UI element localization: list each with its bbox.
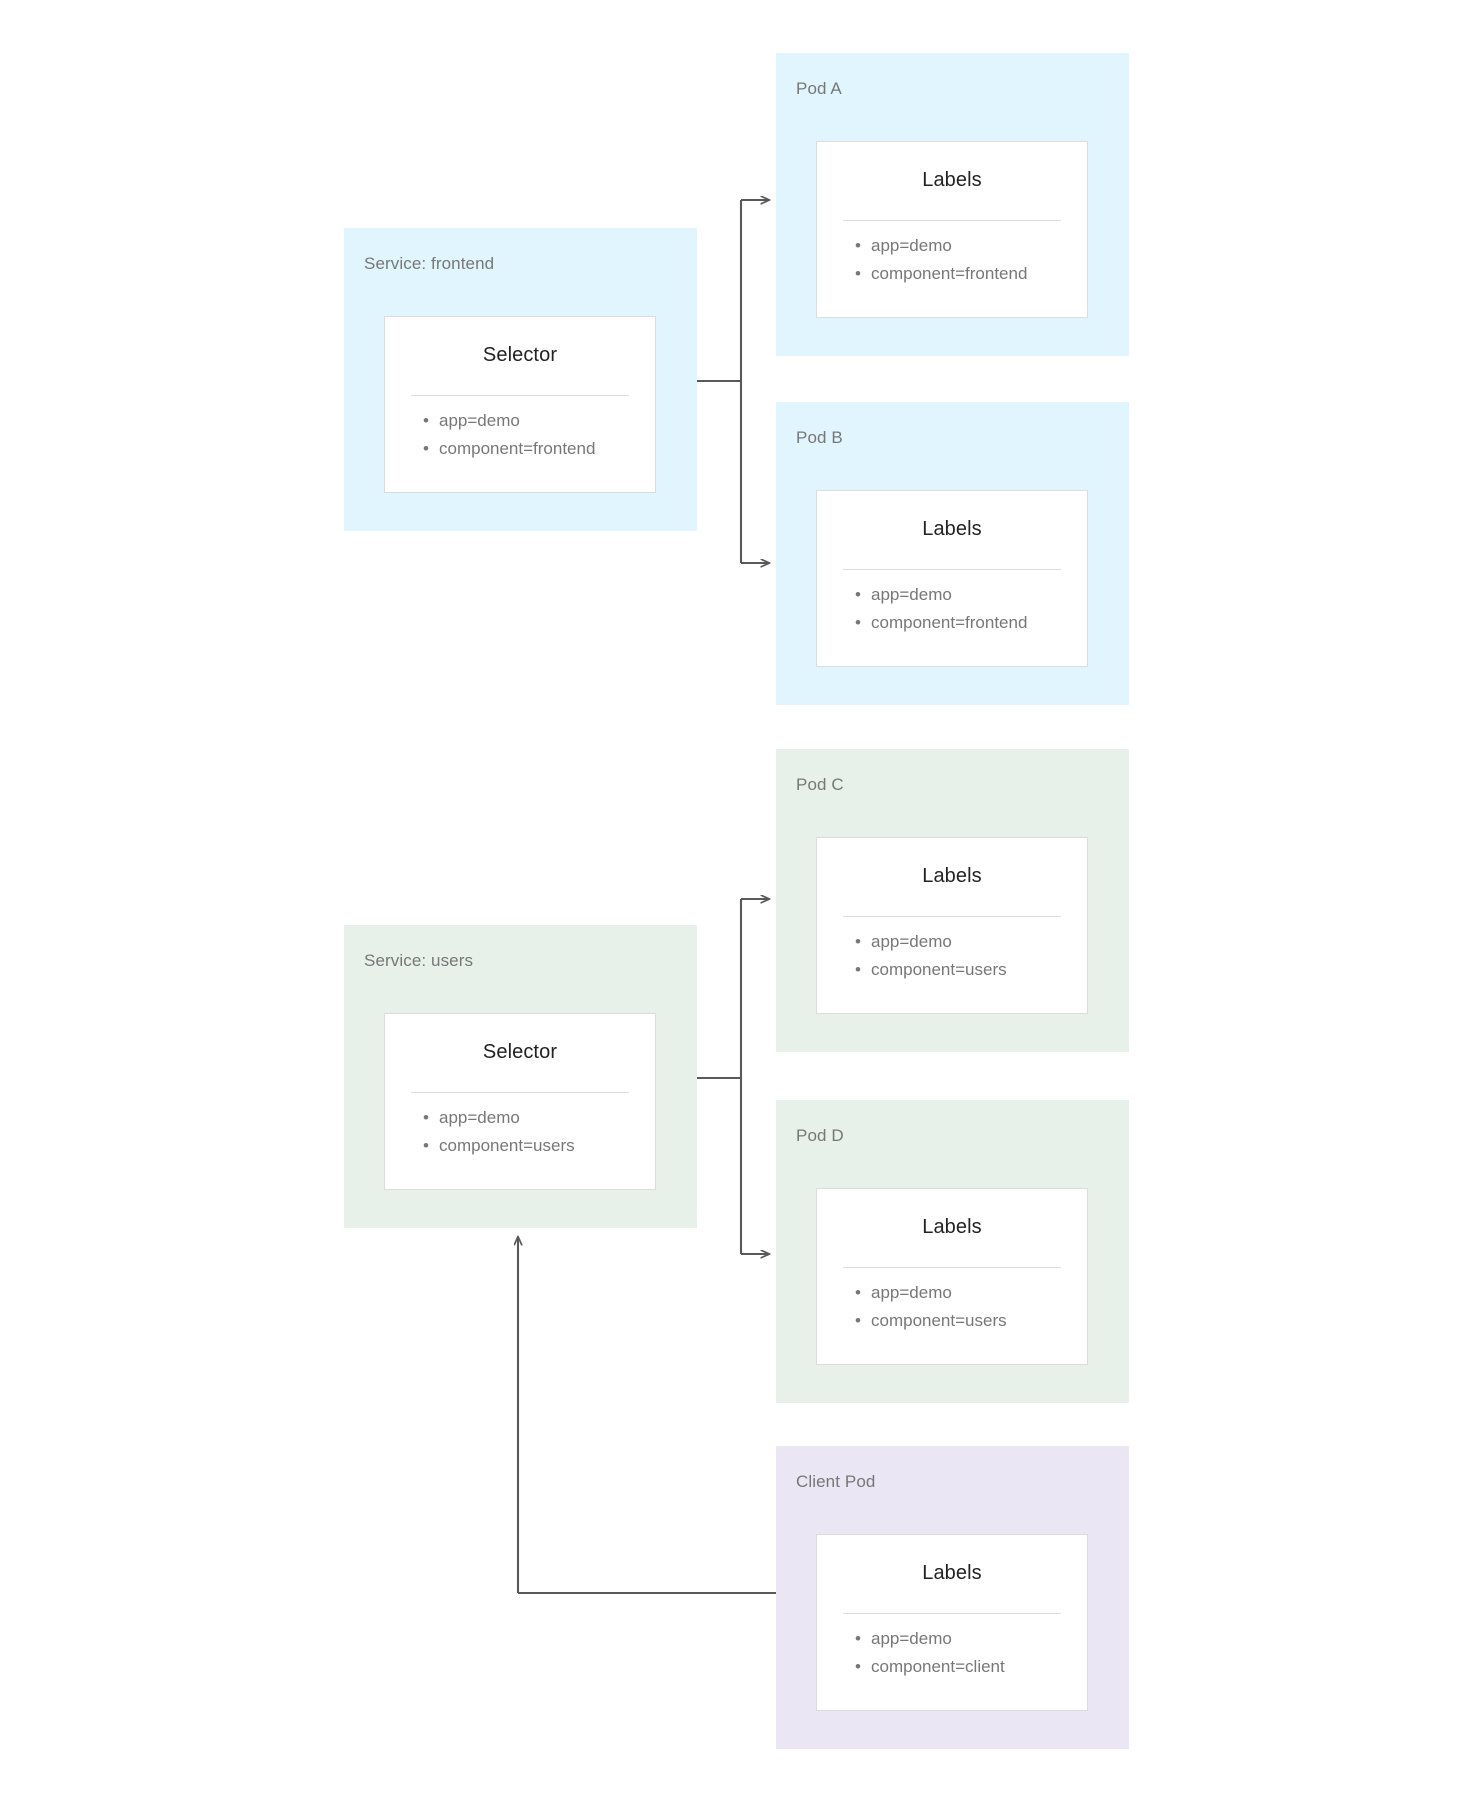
pod-a-title: Pod A [796,79,842,98]
service-users-card-title: Selector [482,1041,558,1063]
service-frontend-selector-list: app=demo component=frontend [385,407,655,463]
pod-b-group: Pod B Labels app=demo component=frontend [776,402,1129,705]
list-item: component=frontend [423,435,655,463]
connector-frontend-to-pods [697,200,769,563]
list-item: app=demo [855,581,1087,609]
list-item: component=frontend [855,609,1087,637]
list-item: component=users [855,1307,1087,1335]
client-pod-card-title: Labels [922,1562,982,1584]
list-item: app=demo [855,1279,1087,1307]
client-pod-labels-card: Labels app=demo component=client [816,1534,1088,1711]
list-item: component=users [855,956,1087,984]
connector-users-to-pods [697,899,769,1254]
connector-client-to-users-service [518,1237,776,1595]
service-frontend-group: Service: frontend Selector app=demo comp… [344,228,697,531]
list-item: app=demo [423,407,655,435]
client-pod-card-divider [843,1613,1061,1614]
pod-c-labels-card: Labels app=demo component=users [816,837,1088,1014]
service-frontend-card-divider [411,395,629,396]
client-pod-title: Client Pod [796,1472,876,1491]
list-item: app=demo [423,1104,655,1132]
pod-c-label-list: app=demo component=users [817,928,1087,984]
list-item: component=frontend [855,260,1087,288]
pod-a-card-divider [843,220,1061,221]
pod-a-card-title: Labels [922,169,982,191]
service-frontend-card-title: Selector [482,344,558,366]
pod-b-labels-card: Labels app=demo component=frontend [816,490,1088,667]
pod-c-title: Pod C [796,775,844,794]
list-item: app=demo [855,1625,1087,1653]
pod-a-label-list: app=demo component=frontend [817,232,1087,288]
pod-d-labels-card: Labels app=demo component=users [816,1188,1088,1365]
pod-d-title: Pod D [796,1126,844,1145]
pod-a-group: Pod A Labels app=demo component=frontend [776,53,1129,356]
service-frontend-title: Service: frontend [364,254,495,273]
service-users-card-divider [411,1092,629,1093]
pod-c-group: Pod C Labels app=demo component=users [776,749,1129,1052]
list-item: app=demo [855,232,1087,260]
pod-b-card-title: Labels [922,518,982,540]
pod-d-label-list: app=demo component=users [817,1279,1087,1335]
pod-d-group: Pod D Labels app=demo component=users [776,1100,1129,1403]
service-users-group: Service: users Selector app=demo compone… [344,925,697,1228]
pod-d-card-divider [843,1267,1061,1268]
pod-b-card-divider [843,569,1061,570]
pod-b-label-list: app=demo component=frontend [817,581,1087,637]
pod-c-card-title: Labels [922,865,982,887]
list-item: component=client [855,1653,1087,1681]
pod-c-card-divider [843,916,1061,917]
pod-d-card-title: Labels [922,1216,982,1238]
service-users-selector-list: app=demo component=users [385,1104,655,1160]
pod-b-title: Pod B [796,428,843,447]
list-item: app=demo [855,928,1087,956]
service-users-selector-card: Selector app=demo component=users [384,1013,656,1190]
list-item: component=users [423,1132,655,1160]
pod-a-labels-card: Labels app=demo component=frontend [816,141,1088,318]
service-users-title: Service: users [364,951,474,970]
service-frontend-selector-card: Selector app=demo component=frontend [384,316,656,493]
client-pod-group: Client Pod Labels app=demo component=cli… [776,1446,1129,1749]
client-pod-label-list: app=demo component=client [817,1625,1087,1681]
